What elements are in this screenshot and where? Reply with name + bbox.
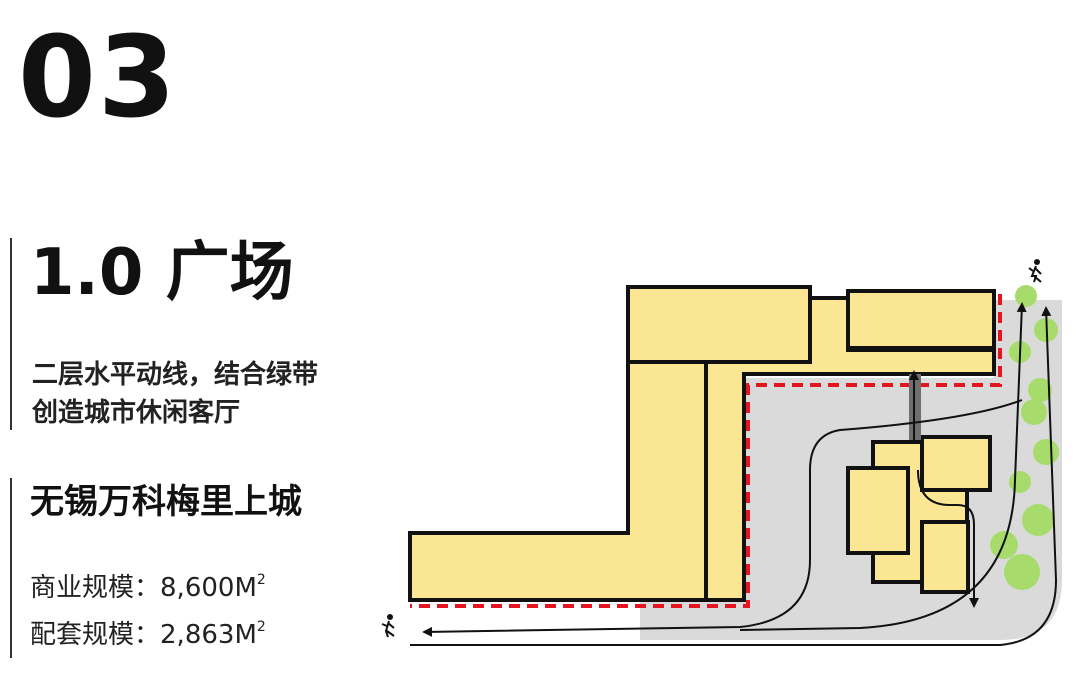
divider-line (10, 478, 12, 658)
project-name: 无锡万科梅里上城 (30, 482, 302, 522)
stat-commercial: 商业规模：8,600M2 (30, 572, 266, 603)
pedestrian-icon (1028, 259, 1042, 283)
stat-label: 商业规模： (30, 573, 161, 603)
stat-unit-sup: 2 (256, 619, 266, 635)
stat-facility: 配套规模：2,863M2 (30, 619, 266, 650)
building-inner-outline (628, 298, 812, 364)
circulation-route (410, 306, 1058, 646)
stat-unit-sup: 2 (256, 572, 266, 588)
description-line-2: 创造城市休闲客厅 (32, 398, 241, 428)
stat-label: 配套规模： (30, 620, 161, 650)
description-line-1: 二层水平动线，结合绿带 (32, 360, 319, 390)
building-cluster (846, 435, 992, 594)
stat-value: 8,600M (160, 573, 257, 603)
circulation-route (422, 399, 1023, 637)
circulation-route (739, 302, 1027, 631)
divider-line (10, 238, 12, 430)
circulation-route (917, 469, 979, 608)
pedestrian-icon (381, 614, 395, 638)
stat-value: 2,863M (160, 620, 257, 650)
elevated-walkway-line (410, 294, 1002, 608)
tree-belt (990, 285, 1059, 590)
section-heading: 1.0 广场 (30, 236, 294, 310)
section-number: 03 (18, 13, 178, 143)
building-upper (846, 289, 996, 350)
